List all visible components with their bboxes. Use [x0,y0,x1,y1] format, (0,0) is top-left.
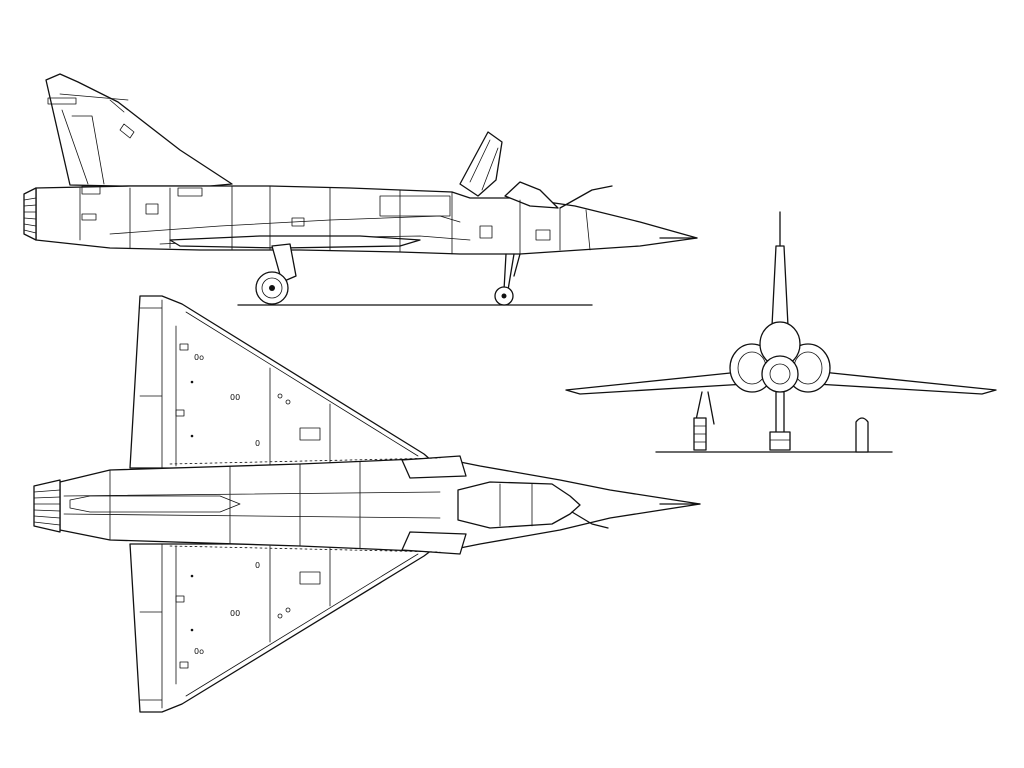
top-wing-lower-panels [175,545,331,685]
top-hatch-lower-1 [179,661,189,669]
side-panel-lines [79,185,591,255]
front-main-gear-left [693,391,715,451]
top-wing-lower-slat [185,553,419,697]
top-fastener-2 [285,399,291,405]
top-hatch-upper-1 [179,343,189,351]
side-nose-gear [494,253,521,306]
top-intake-lower [401,531,467,555]
side-hatch-7 [479,225,493,239]
front-wing-left [565,371,747,395]
top-exhaust-nozzle [33,479,61,533]
side-hatch-6 [535,229,551,241]
front-wingtip-object [855,417,869,453]
top-fastener-4 [285,607,291,613]
top-marking-upper-2: 00 [230,393,240,402]
top-marking-lower-3: 0o [194,647,204,656]
side-exhaust-nozzle [23,187,37,241]
top-spine-lines [63,461,441,549]
top-marking-upper-1: 0o [194,353,204,362]
side-refuel-probe [559,185,613,209]
top-marking-upper-3: 0 [255,439,260,448]
side-canopy-frame [469,139,499,191]
top-wing-upper-slat [185,311,419,457]
top-marking-lower-2: 00 [230,609,240,618]
top-ventral-tank [69,495,241,513]
side-view [23,73,698,306]
top-wing-lower-elevon [139,543,163,709]
side-main-gear [255,243,297,305]
side-rudder-line [59,93,129,185]
top-view: 0o 00 0 0 00 0o [33,295,701,713]
front-nose [761,355,799,393]
front-view [565,211,997,453]
top-canopy [457,481,581,529]
front-tail-fin [771,245,789,327]
top-canopy-frame [499,483,533,527]
top-wing-upper [129,295,441,469]
top-hatch-upper-3 [299,427,321,441]
top-rivet-line-upper [169,457,441,465]
top-intake-upper [401,455,467,479]
front-nose-inner [769,363,791,385]
side-tail-fin [45,73,233,187]
side-hatch-1 [81,185,101,195]
side-fin-stripe [119,123,135,139]
top-dot-4 [190,628,194,632]
side-hatch-4 [177,187,203,197]
side-canopy [504,181,559,209]
side-canopy-open [459,131,503,197]
side-fin-antenna [47,97,77,105]
top-hatch-upper-2 [175,409,185,417]
side-hatch-3 [81,213,97,221]
top-marking-lower-1: 0 [255,561,260,570]
top-rivet-line-lower [169,545,441,553]
top-fastener-1 [277,393,283,399]
side-hatch-5 [291,217,305,227]
top-dot-2 [190,434,194,438]
top-hatch-lower-3 [299,571,321,585]
top-wing-upper-elevon [139,299,163,469]
top-fastener-3 [277,613,283,619]
top-dot-3 [190,574,194,578]
side-ventral-tank [169,235,421,249]
front-wing-right [815,371,997,395]
top-nozzle-petals [33,489,61,526]
side-intake-ramp [379,195,451,217]
side-fin-panel [71,115,105,185]
side-nozzle-petals [23,197,37,234]
top-fuselage [59,457,701,553]
side-hatch-2 [145,203,159,215]
top-wing-upper-panels [175,325,331,467]
top-dot-1 [190,380,194,384]
top-hatch-lower-2 [175,595,185,603]
front-nose-gear [769,391,791,451]
top-refuel-probe [571,511,609,529]
top-wing-lower [129,543,441,713]
